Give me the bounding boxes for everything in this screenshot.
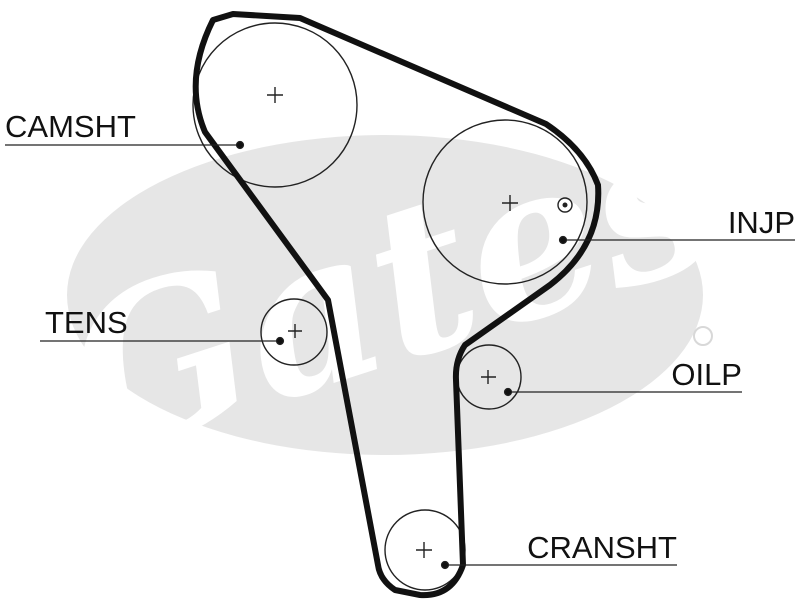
tensioner-leader-dot [275,336,285,346]
injection-pump-pulley [422,119,588,285]
label-injection-pump: INJP [728,205,795,240]
timing-mark-icon [557,197,573,213]
injection-pump-leader-dot [558,235,568,245]
oil-pump-leader-dot [503,387,513,397]
crankshaft-leader-dot [440,560,450,570]
label-camshaft: CAMSHT [5,109,136,144]
pulley-center-marks [267,87,518,558]
timing-belt [192,11,602,599]
oil-pump-center-cross [481,370,496,384]
crankshaft-center-cross [416,542,432,558]
gates-logo-watermark: Gates [37,67,745,507]
leader-lines [5,140,795,570]
camshaft-leader-dot [235,140,245,150]
camshaft-center-cross [267,87,283,103]
registered-mark-icon [693,326,713,346]
label-tensioner: TENS [45,305,128,340]
label-crankshaft: CRANSHT [527,530,677,565]
label-oil-pump: OILP [671,357,742,392]
injection-pump-center-cross [502,195,518,211]
pulleys [192,22,588,591]
watermark-oval [67,135,703,455]
component-labels: CAMSHT INJP TENS OILP CRANSHT [5,109,795,565]
tensioner-pulley [260,298,328,366]
camshaft-pulley [192,22,358,188]
tensioner-center-cross [288,324,302,338]
